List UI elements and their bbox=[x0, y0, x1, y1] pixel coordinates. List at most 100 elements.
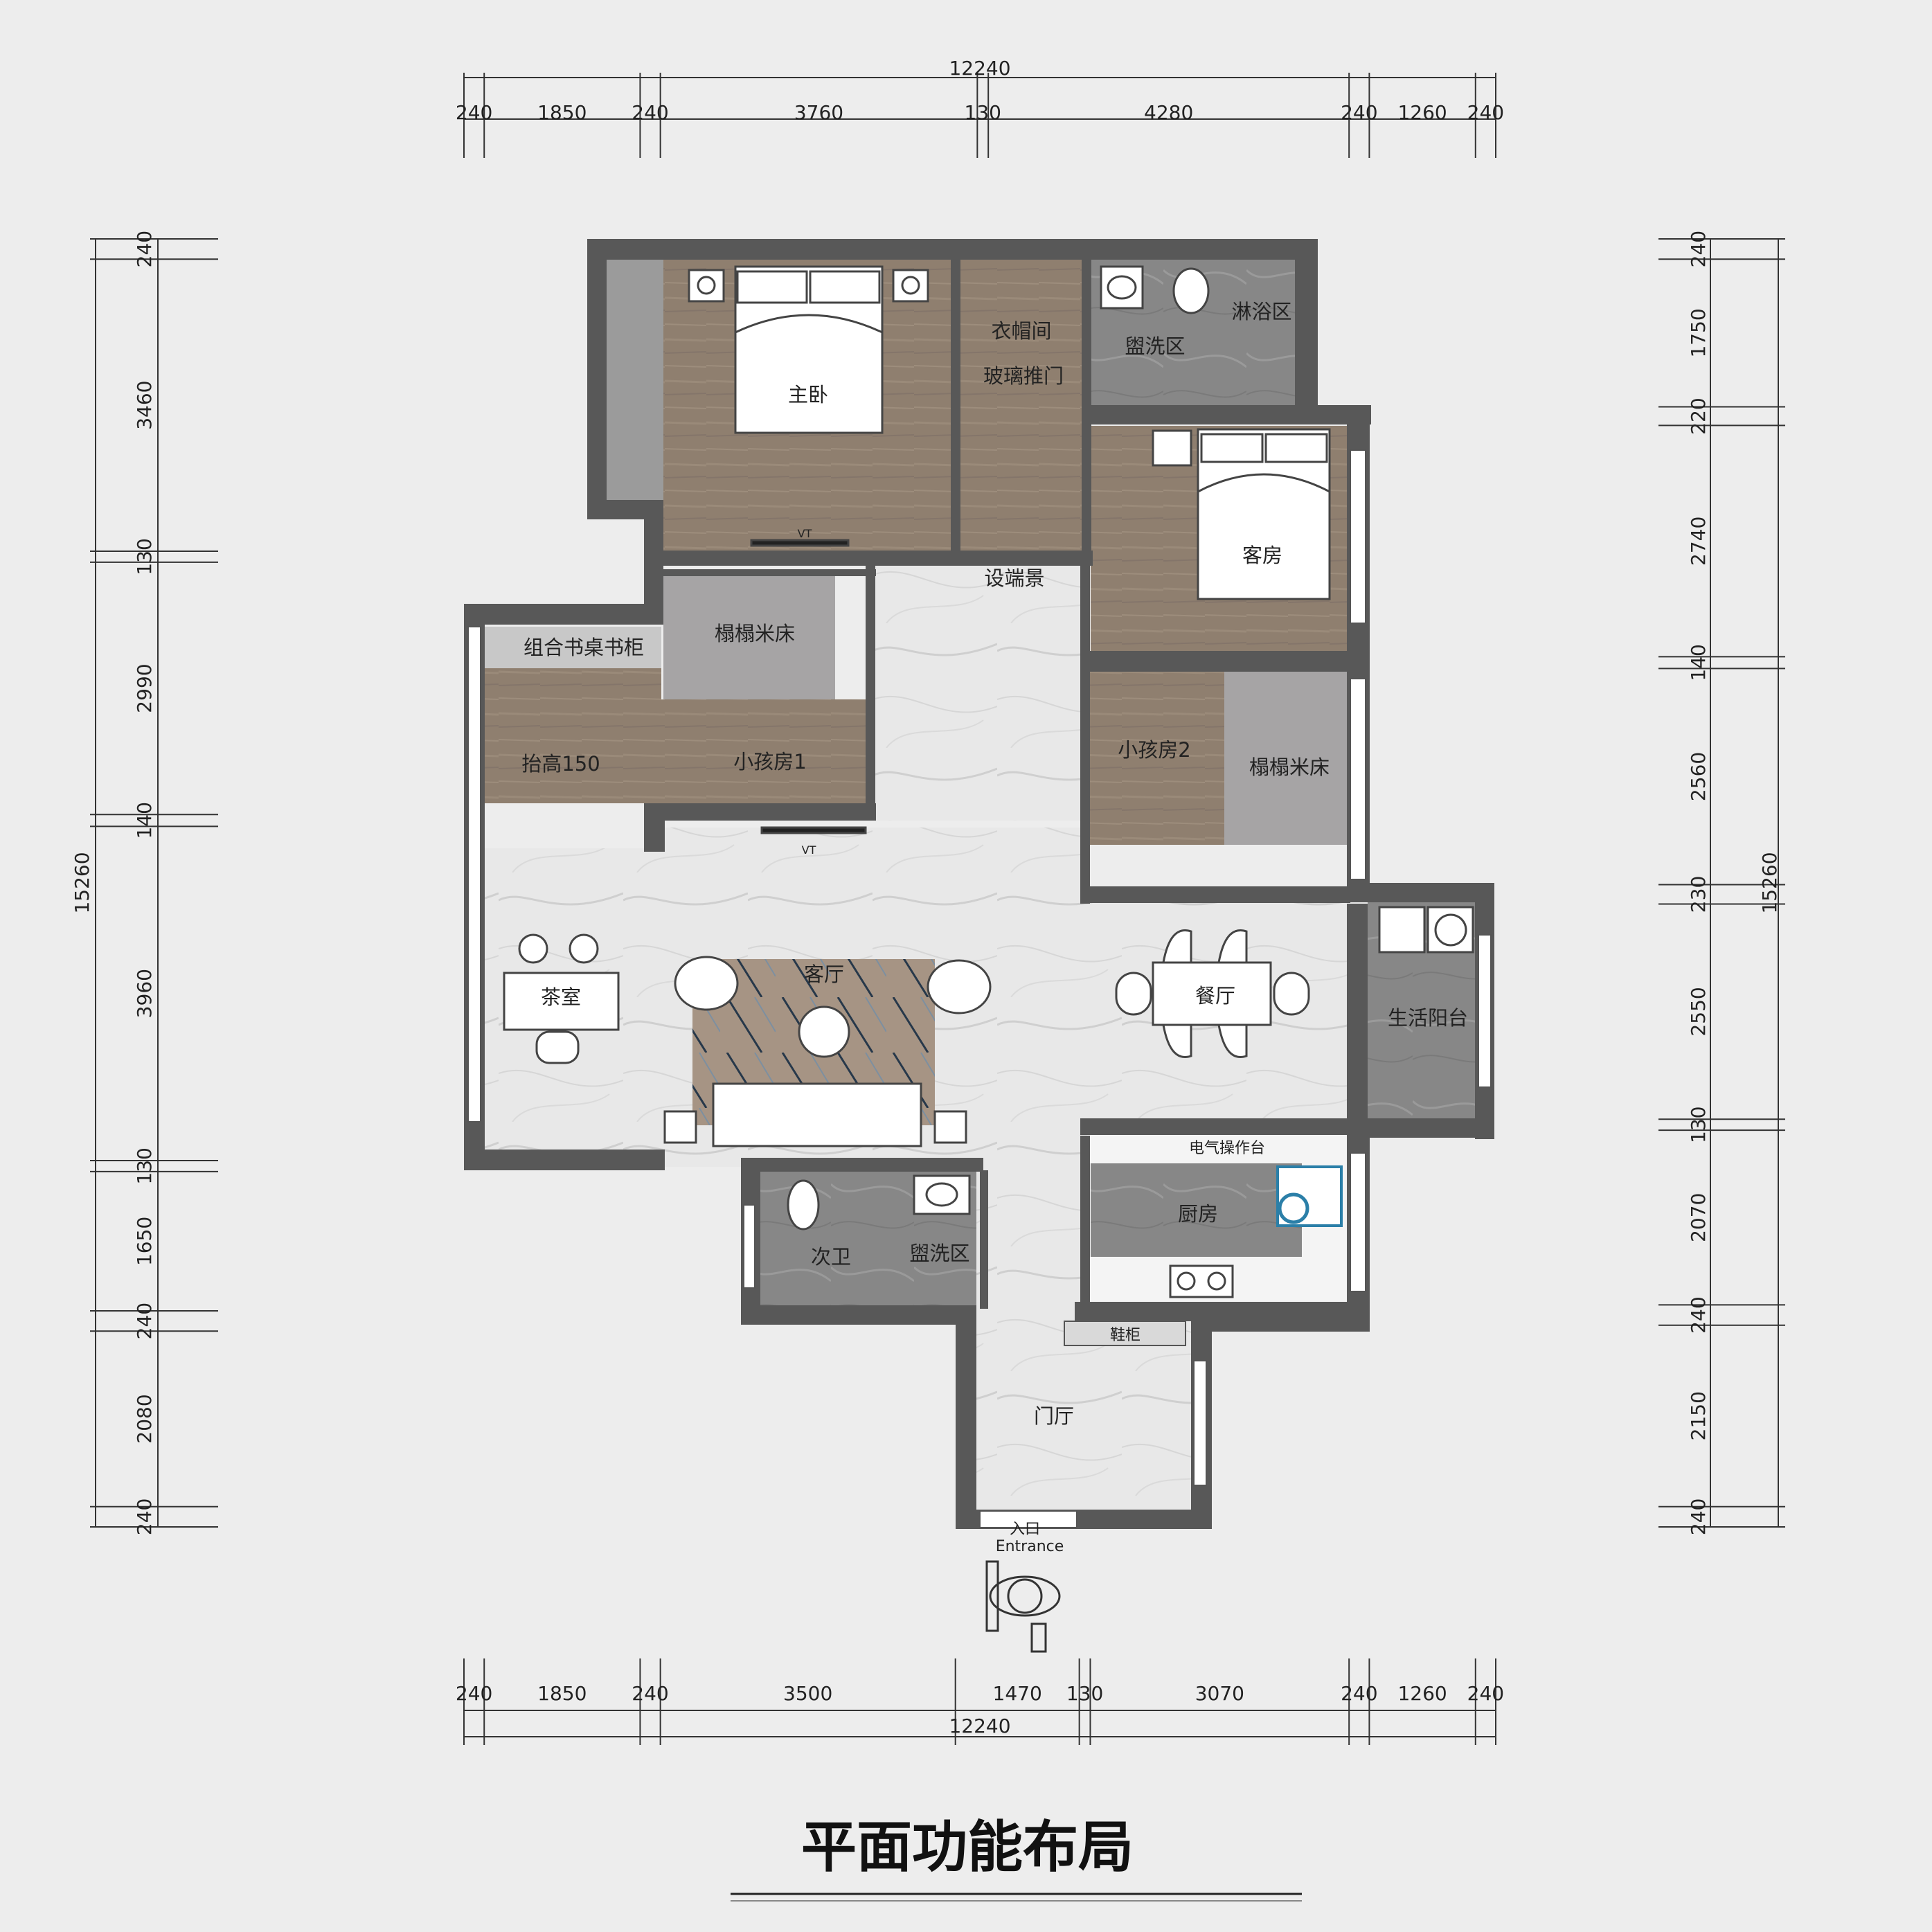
top-dim-segment-label: 3760 bbox=[794, 101, 843, 124]
page-title: 平面功能布局 bbox=[801, 1815, 1134, 1879]
bottom-dimension-lines bbox=[463, 1658, 1496, 1745]
label-desk-cabinet: 组合书桌书柜 bbox=[524, 636, 644, 659]
desk-cabinet-zone bbox=[485, 627, 661, 668]
corridor-floor bbox=[874, 564, 1082, 821]
right-dim-segment-label: 240 bbox=[1687, 231, 1710, 267]
top-dim-segment-label: 1260 bbox=[1397, 101, 1447, 124]
shoe-cabinet bbox=[1064, 1321, 1186, 1346]
right-dim-segment-label: 2740 bbox=[1687, 517, 1710, 566]
right-dim-segment-label: 2550 bbox=[1687, 987, 1710, 1036]
left-dim-segment-label: 2080 bbox=[133, 1394, 156, 1443]
right-dim-segment-label: 220 bbox=[1687, 397, 1710, 434]
bath-fixtures bbox=[787, 265, 1210, 1231]
bottom-dim-segment-label: 3070 bbox=[1195, 1682, 1244, 1705]
right-dim-segment-label: 130 bbox=[1687, 1106, 1710, 1143]
right-dim-segment-label: 1750 bbox=[1687, 308, 1710, 357]
living-furniture bbox=[663, 826, 992, 1147]
cloakroom-floor bbox=[960, 260, 1082, 551]
entrance-person-icon bbox=[985, 1560, 1061, 1653]
left-dim-segment-label: 3460 bbox=[133, 380, 156, 429]
bottom-dim-total-label: 12240 bbox=[949, 1715, 1010, 1737]
left-dim-segment-label: 140 bbox=[133, 802, 156, 839]
label-dining-room: 餐厅 bbox=[1195, 984, 1235, 1008]
foyer-lower-floor bbox=[976, 1319, 1191, 1513]
bottom-dim-segment-label: 1470 bbox=[993, 1682, 1042, 1705]
left-dim-segment-label: 240 bbox=[133, 1499, 156, 1535]
left-dim-segment-label: 130 bbox=[133, 1147, 156, 1184]
guest-bed bbox=[1152, 428, 1331, 600]
top-dim-segment-label: 240 bbox=[1467, 101, 1504, 124]
label-tatami-left: 榻榻米床 bbox=[715, 622, 795, 645]
label-entrance-en: Entrance bbox=[996, 1538, 1064, 1555]
left-dim-segment-label: 2990 bbox=[133, 663, 156, 713]
bottom-dim-segment-label: 240 bbox=[1467, 1682, 1504, 1705]
right-dim-segment-label: 240 bbox=[1687, 1296, 1710, 1333]
right-dim-segment-label: 2150 bbox=[1687, 1391, 1710, 1440]
left-dim-segment-label: 130 bbox=[133, 538, 156, 575]
label-tv-1: VT bbox=[798, 527, 812, 540]
label-kitchen: 厨房 bbox=[1178, 1202, 1218, 1226]
master-bed bbox=[688, 265, 929, 547]
bottom-dim-segment-label: 240 bbox=[456, 1682, 492, 1705]
dimension-labels: 240 1850 240 3760 130 4280 240 1260 240 12240 240 1… bbox=[71, 57, 1781, 1737]
tatami-left-zone bbox=[663, 575, 835, 699]
kitchen-fixtures bbox=[1169, 906, 1474, 1298]
room-labels: 主卧 衣帽间 玻璃推门 盥洗区 淋浴区 客房 设端景 榻榻米床 组合书桌书柜 抬… bbox=[521, 300, 1468, 1555]
bottom-dim-segment-label: 240 bbox=[632, 1682, 668, 1705]
right-dim-segment-label: 2070 bbox=[1687, 1193, 1710, 1242]
bottom-dim-segment-label: 1260 bbox=[1397, 1682, 1447, 1705]
right-dim-segment-label: 2560 bbox=[1687, 752, 1710, 801]
right-dimension-lines bbox=[1658, 238, 1785, 1528]
tea-set bbox=[503, 933, 620, 1064]
top-dimension-lines bbox=[463, 73, 1496, 158]
label-shoe-cabinet: 鞋柜 bbox=[1110, 1327, 1141, 1344]
label-washing-area-top: 盥洗区 bbox=[1125, 334, 1185, 358]
label-guest-room: 客房 bbox=[1242, 544, 1282, 567]
label-foyer: 门厅 bbox=[1034, 1404, 1074, 1428]
right-dim-segment-label: 140 bbox=[1687, 644, 1710, 681]
label-tv-2: VT bbox=[802, 843, 816, 857]
dining-table bbox=[1115, 929, 1310, 1058]
label-tatami-right: 榻榻米床 bbox=[1249, 755, 1330, 779]
label-living-room: 客厅 bbox=[804, 963, 844, 986]
sink-icon bbox=[1276, 1165, 1343, 1227]
top-dim-segment-label: 240 bbox=[456, 101, 492, 124]
top-dim-segment-label: 4280 bbox=[1144, 101, 1193, 124]
label-entrance-cn: 入口 bbox=[1010, 1521, 1040, 1538]
label-washing-area-bottom: 盥洗区 bbox=[909, 1242, 969, 1265]
left-dim-total-label: 15260 bbox=[71, 852, 93, 913]
label-feature-wall: 设端景 bbox=[984, 566, 1044, 590]
label-utility-balcony: 生活阳台 bbox=[1388, 1006, 1468, 1030]
bottom-dim-segment-label: 1850 bbox=[537, 1682, 587, 1705]
label-second-bath: 次卫 bbox=[811, 1245, 851, 1269]
right-dim-segment-label: 240 bbox=[1687, 1499, 1710, 1535]
label-shower-area: 淋浴区 bbox=[1231, 300, 1291, 323]
top-dim-total-label: 12240 bbox=[949, 57, 1010, 80]
top-dim-segment-label: 130 bbox=[965, 101, 1001, 124]
bottom-dim-segment-label: 130 bbox=[1066, 1682, 1103, 1705]
label-kids-room-1: 小孩房1 bbox=[733, 750, 806, 773]
top-dim-segment-label: 240 bbox=[632, 101, 668, 124]
tatami-right-zone bbox=[1224, 672, 1347, 845]
kitchen-island bbox=[1091, 1163, 1302, 1257]
bottom-dim-segment-label: 3500 bbox=[783, 1682, 832, 1705]
left-dimension-lines bbox=[90, 238, 218, 1528]
bottom-dim-segment-label: 240 bbox=[1341, 1682, 1377, 1705]
master-wardrobe-zone bbox=[601, 260, 663, 502]
label-kids-room-2: 小孩房2 bbox=[1118, 738, 1190, 762]
label-cloakroom: 衣帽间 bbox=[991, 319, 1051, 343]
label-electric-counter: 电气操作台 bbox=[1189, 1140, 1265, 1157]
right-dim-total-label: 15260 bbox=[1758, 852, 1781, 913]
left-dim-segment-label: 240 bbox=[133, 1303, 156, 1339]
left-dim-segment-label: 240 bbox=[133, 231, 156, 267]
windows bbox=[467, 449, 1492, 1528]
kids-room-1-floor bbox=[661, 699, 866, 803]
left-dim-segment-label: 3960 bbox=[133, 969, 156, 1018]
label-master-bedroom: 主卧 bbox=[788, 383, 828, 406]
label-tea-room: 茶室 bbox=[541, 985, 581, 1009]
left-dim-segment-label: 1650 bbox=[133, 1217, 156, 1266]
label-glass-door: 玻璃推门 bbox=[983, 364, 1064, 388]
kids-room-2-floor bbox=[1089, 672, 1224, 845]
top-dim-segment-label: 240 bbox=[1341, 101, 1377, 124]
